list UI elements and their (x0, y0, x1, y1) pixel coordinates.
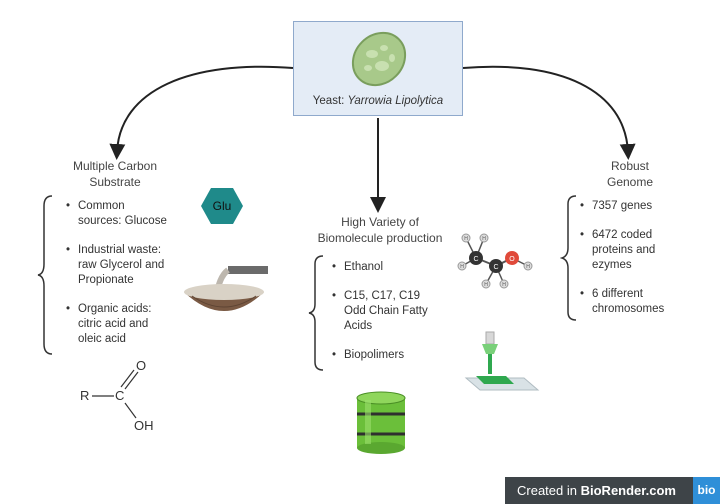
yeast-species: Yarrowia Lipolytica (347, 95, 444, 107)
yeast-box: Yeast: Yarrowia Lipolytica (293, 21, 463, 116)
svg-text:OH: OH (134, 418, 154, 433)
biorender-logo-icon: bio (693, 477, 720, 504)
center-brace (308, 255, 324, 371)
svg-text:Glu: Glu (213, 199, 232, 213)
svg-text:C: C (493, 264, 498, 271)
arrow-to-right (462, 65, 636, 160)
yeast-cell-icon (351, 31, 407, 87)
list-item: Industrial waste:raw Glycerol andPropion… (66, 243, 186, 288)
svg-text:H: H (484, 282, 488, 288)
svg-text:O: O (509, 256, 515, 263)
svg-text:C: C (473, 256, 478, 263)
bioprinter-icon (464, 331, 540, 391)
svg-text:H: H (526, 264, 530, 270)
biorender-badge[interactable]: Created in BioRender.com bio (505, 477, 720, 504)
svg-text:H: H (460, 264, 464, 270)
right-brace (560, 195, 577, 321)
left-brace (37, 195, 53, 355)
svg-text:H: H (502, 282, 506, 288)
barrel-icon (356, 391, 406, 454)
yeast-caption: Yeast: Yarrowia Lipolytica (294, 95, 462, 107)
arrow-to-left (109, 65, 294, 160)
svg-text:R: R (80, 388, 89, 403)
list-item: 7357 genes (580, 199, 700, 214)
right-heading: Robust Genome (606, 159, 654, 189)
ethanol-molecule-icon: C C O H H H H H H (457, 233, 533, 289)
svg-text:H: H (464, 236, 468, 242)
waste-bowl-icon (184, 266, 268, 311)
glucose-hexagon-icon: Glu (201, 188, 243, 224)
center-heading: High Variety of Biomolecule production (317, 215, 443, 245)
yeast-label: Yeast: (312, 95, 345, 107)
left-heading: Multiple Carbon Substrate (72, 159, 158, 189)
svg-text:C: C (115, 388, 124, 403)
list-item: Biopolimers (332, 348, 452, 363)
svg-text:H: H (482, 236, 486, 242)
badge-text: Created in BioRender.com (517, 483, 676, 498)
carboxylic-acid-structure: R C O OH (80, 358, 154, 433)
list-item: Ethanol (332, 260, 452, 275)
svg-text:O: O (136, 358, 146, 373)
